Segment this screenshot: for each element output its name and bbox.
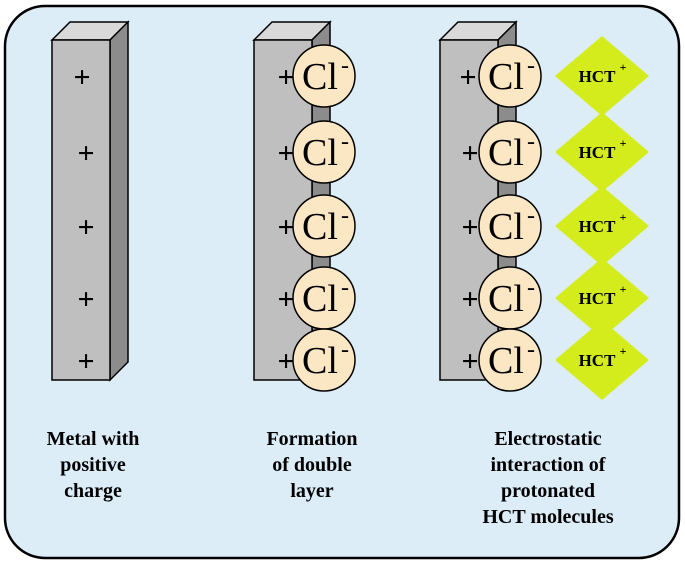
- hct-molecule: [555, 36, 649, 116]
- hct-label: HCT: [579, 289, 617, 308]
- chloride-ion: [292, 328, 356, 392]
- hct-label: HCT: [579, 67, 617, 86]
- chloride-charge: -: [527, 337, 535, 363]
- panel-caption-line: charge: [64, 480, 122, 502]
- panel-caption-line: Formation: [266, 428, 357, 450]
- chloride-label: Cl: [488, 206, 524, 248]
- chloride-charge: -: [527, 53, 535, 79]
- chloride-charge: -: [527, 129, 535, 155]
- positive-charge: +: [461, 345, 478, 378]
- hct-charge: +: [620, 60, 627, 74]
- panel-electrostatic: +++++Cl-Cl-Cl-Cl-Cl-HCT+HCT+HCT+HCT+HCT+…: [438, 20, 649, 528]
- chloride-ion: [292, 120, 356, 184]
- chloride-ion: [478, 328, 542, 392]
- hct-charge: +: [620, 210, 627, 224]
- chloride-ion: [478, 120, 542, 184]
- panel-caption-line: Metal with: [47, 428, 140, 450]
- positive-charge: +: [461, 211, 478, 244]
- hct-charge: +: [620, 136, 627, 150]
- hct-label: HCT: [579, 351, 617, 370]
- panel-metal: + + + + + Metal with positive charge: [47, 20, 140, 502]
- positive-charge: +: [277, 137, 294, 170]
- positive-charge: +: [277, 345, 294, 378]
- positive-charge: +: [461, 137, 478, 170]
- positive-charge: +: [77, 137, 94, 170]
- panel-caption-line: layer: [290, 480, 333, 502]
- metal-plate-side: [109, 20, 129, 382]
- metal-plate-front: [51, 39, 111, 381]
- chloride-charge: -: [341, 129, 349, 155]
- positive-charge: +: [77, 211, 94, 244]
- chloride-label: Cl: [302, 56, 338, 98]
- hct-molecule: [555, 112, 649, 192]
- chloride-label: Cl: [302, 278, 338, 320]
- chloride-ion: [478, 194, 542, 258]
- positive-charge: +: [277, 283, 294, 316]
- chloride-charge: -: [527, 275, 535, 301]
- panel-caption-line: protonated: [501, 480, 595, 502]
- chloride-label: Cl: [302, 132, 338, 174]
- chloride-charge: -: [341, 337, 349, 363]
- chloride-ion: [292, 194, 356, 258]
- positive-charge: +: [77, 283, 94, 316]
- panel-caption-line: interaction of: [491, 454, 606, 476]
- hct-molecule: [555, 320, 649, 400]
- positive-charge: +: [459, 61, 476, 94]
- hct-label: HCT: [579, 217, 617, 236]
- hct-charge: +: [620, 282, 627, 296]
- panel-caption-line: HCT molecules: [482, 506, 614, 528]
- chloride-charge: -: [341, 275, 349, 301]
- chloride-charge: -: [341, 53, 349, 79]
- hct-charge: +: [620, 344, 627, 358]
- chloride-charge: -: [527, 203, 535, 229]
- panel-caption-line: of double: [272, 454, 352, 476]
- chloride-label: Cl: [302, 206, 338, 248]
- positive-charge: +: [277, 211, 294, 244]
- chloride-label: Cl: [488, 56, 524, 98]
- panels-layer: +++++Metal withpositivecharge+++++Cl-Cl-…: [47, 20, 649, 528]
- chloride-ion: [478, 44, 542, 108]
- panel-caption-line: positive: [60, 454, 126, 476]
- positive-charge: +: [73, 61, 90, 94]
- hct-molecule: [555, 258, 649, 338]
- chloride-charge: -: [341, 203, 349, 229]
- chloride-ion: [292, 44, 356, 108]
- positive-charge: +: [461, 283, 478, 316]
- positive-charge: +: [77, 345, 94, 378]
- hct-label: HCT: [579, 143, 617, 162]
- chloride-label: Cl: [488, 278, 524, 320]
- hct-molecule: [555, 186, 649, 266]
- panel-caption-line: Electrostatic: [494, 428, 601, 450]
- chloride-label: Cl: [488, 132, 524, 174]
- positive-charge: +: [277, 61, 294, 94]
- chloride-label: Cl: [488, 340, 524, 382]
- chloride-label: Cl: [302, 340, 338, 382]
